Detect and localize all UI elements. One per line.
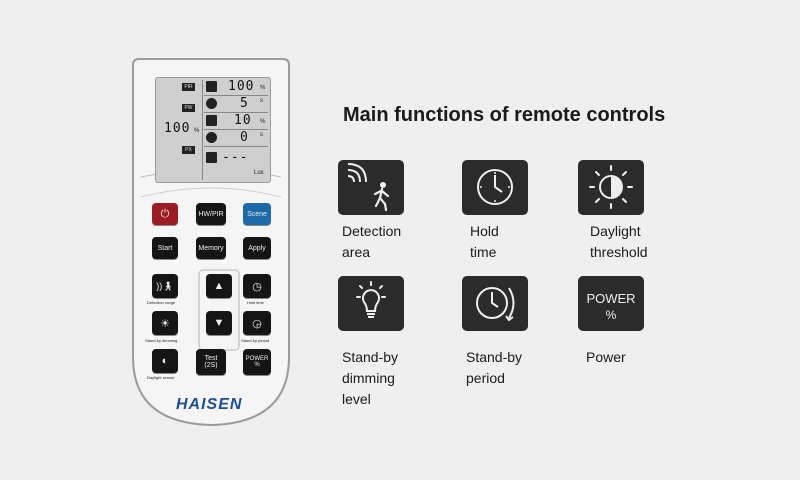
- lcd-display: PIR PW PX 100 % 100 % 5 s 10 % 0 s --- L…: [155, 77, 271, 183]
- power-percent-tile: POWER %: [578, 276, 644, 331]
- apply-button[interactable]: Apply: [243, 237, 271, 259]
- power-icon: ⏻: [160, 207, 170, 220]
- daylight-threshold-label: Daylight threshold: [590, 223, 648, 260]
- standby-period-button[interactable]: ◶: [243, 311, 271, 335]
- standby-period-icon: [476, 287, 515, 322]
- start-button[interactable]: Start: [152, 237, 178, 259]
- daylight-threshold-icon: [589, 165, 633, 209]
- detection-area-icon: [347, 163, 390, 212]
- lcd-row-value: ---: [222, 150, 249, 165]
- test-label: Test: [204, 355, 218, 362]
- scene-button[interactable]: Scene: [243, 203, 271, 225]
- power-percent-label: POWER: [245, 356, 269, 362]
- lcd-row-unit: s: [260, 98, 263, 104]
- power-button[interactable]: ⏻: [152, 203, 178, 225]
- lcd-tag-pw: PW: [182, 104, 195, 112]
- lcd-detection-icon: [206, 81, 217, 92]
- lcd-tag-px: PX: [182, 146, 195, 154]
- hold-time-icon: [477, 169, 513, 205]
- standby-dimming-icon: [356, 281, 386, 318]
- hold-time-tile: [462, 160, 528, 215]
- power-tile-sub: %: [605, 308, 617, 322]
- daylight-sensor-button[interactable]: ◐: [152, 349, 178, 373]
- lcd-clock-icon: [206, 98, 217, 109]
- lcd-period-icon: [206, 132, 217, 143]
- lcd-row-value: 10: [234, 113, 252, 128]
- daylight-threshold-tile: [578, 160, 644, 215]
- memory-button[interactable]: Memory: [196, 237, 226, 259]
- standby-period-tile: [462, 276, 528, 331]
- lcd-row-value: 0: [240, 130, 249, 145]
- lcd-row-unit: Lux: [254, 170, 264, 176]
- power-tile-text: POWER: [586, 291, 636, 306]
- lcd-big-unit: %: [194, 128, 200, 134]
- detection-range-button[interactable]: ))🚶︎: [152, 274, 178, 298]
- daylight-icon: ◐: [161, 355, 169, 367]
- clock-icon: ◷: [252, 280, 262, 293]
- lcd-bulb-icon: [206, 115, 217, 126]
- remote-control: PIR PW PX 100 % 100 % 5 s 10 % 0 s --- L…: [131, 57, 291, 427]
- lcd-row-value: 5: [240, 96, 249, 111]
- hw-pir-button[interactable]: HW/PIR: [196, 203, 226, 225]
- power-percent-button[interactable]: POWER %: [243, 349, 271, 375]
- lcd-row-unit: %: [260, 119, 266, 125]
- lcd-tag-pir: PIR: [182, 83, 195, 91]
- hold-time-button[interactable]: ◷: [243, 274, 271, 298]
- detection-area-icon: ))🚶︎: [156, 280, 174, 291]
- bulb-icon: ☀: [160, 317, 170, 330]
- power-percent-sub-label: %: [254, 362, 260, 368]
- detection-range-caption: Detection range: [147, 300, 176, 305]
- lcd-row-value: 100: [228, 79, 255, 94]
- period-clock-icon: ◶: [252, 317, 262, 330]
- lcd-row-unit: s: [260, 132, 263, 138]
- detection-area-tile: [338, 160, 404, 215]
- minus-down-icon: ▼: [213, 317, 225, 329]
- test-sub-label: (2S): [204, 362, 218, 369]
- standby-dimming-button[interactable]: ☀: [152, 311, 178, 335]
- page-title: Main functions of remote controls: [343, 104, 666, 126]
- detection-area-label: Detection area: [342, 223, 402, 260]
- power-label: Power: [586, 349, 626, 365]
- lcd-row-unit: %: [260, 85, 266, 91]
- test-button[interactable]: Test (2S): [196, 349, 226, 375]
- plus-up-icon: ▲: [213, 280, 225, 292]
- standby-dimming-tile: [338, 276, 404, 331]
- hold-time-caption: Hold time: [247, 300, 264, 305]
- decrease-button[interactable]: ▼: [206, 311, 232, 335]
- standby-dimming-label: Stand-by dimming level: [342, 349, 399, 407]
- hold-time-label: Hold time: [470, 223, 499, 260]
- daylight-sensor-caption: Daylight sensor: [147, 375, 175, 380]
- increase-button[interactable]: ▲: [206, 274, 232, 298]
- lcd-big-value: 100: [164, 121, 191, 136]
- lcd-daylight-icon: [206, 152, 217, 163]
- standby-period-caption: Stand-by period: [241, 338, 270, 343]
- standby-period-label: Stand-by period: [466, 349, 523, 386]
- brand-logo: HAISEN: [176, 396, 243, 413]
- standby-dimming-caption: Stand-by dimming: [145, 338, 178, 343]
